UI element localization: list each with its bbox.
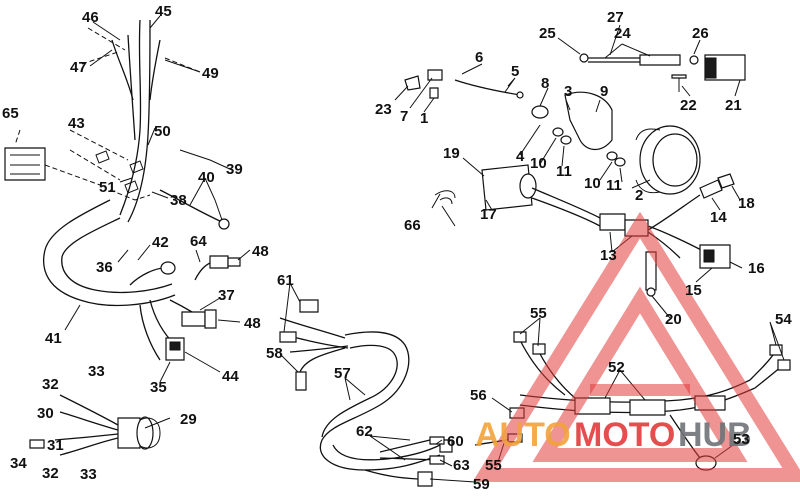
callout-9: 9 [600,83,608,100]
watermark-word-moto: MOTO [574,416,675,454]
callout-16: 16 [748,260,765,277]
middle-harness [279,299,453,487]
callout-53: 53 [733,431,750,448]
callout-10a: 10 [530,155,547,172]
callout-4: 4 [516,148,525,165]
watermark-triangle-inner [532,286,748,462]
callout-29: 29 [180,411,197,428]
callout-7: 7 [400,108,408,125]
callout-33b: 33 [80,466,97,483]
callout-45: 45 [155,3,172,20]
callout-11a: 11 [556,163,572,180]
callout-41: 41 [45,330,62,347]
callout-37: 37 [218,287,235,304]
callout-22: 22 [680,97,697,114]
callout-1: 1 [420,110,428,127]
callout-48a: 48 [252,243,269,260]
callout-34: 34 [10,455,27,472]
callout-39: 39 [226,161,243,178]
callout-14: 14 [710,209,727,226]
callout-48b: 48 [244,315,261,332]
callout-2: 2 [635,187,643,204]
callout-55b: 55 [485,457,502,474]
callout-35: 35 [150,379,167,396]
callout-30: 30 [37,405,54,422]
callout-40: 40 [198,169,215,186]
callout-57: 57 [334,365,351,382]
callout-18: 18 [738,195,755,212]
callout-25: 25 [539,25,556,42]
callout-13: 13 [600,247,617,264]
callout-3: 3 [564,83,572,100]
callout-27: 27 [607,9,624,26]
callout-36: 36 [96,259,113,276]
callout-54: 54 [775,311,792,328]
callout-65: 65 [2,105,19,122]
callout-62: 62 [356,423,373,440]
callout-15: 15 [685,282,702,299]
callout-44: 44 [222,368,239,385]
callout-11b: 11 [606,177,622,194]
watermark-triangle-outer [472,211,800,482]
callout-24: 24 [614,25,631,42]
callout-51: 51 [99,179,116,196]
callout-50: 50 [154,123,171,140]
callout-5: 5 [511,63,519,80]
callout-42: 42 [152,234,169,251]
callout-63: 63 [453,457,470,474]
watermark-word-hub: HUB [678,416,752,454]
callout-56: 56 [470,387,487,404]
callout-21: 21 [725,97,742,114]
automotohub-watermark: AUTO MOTO HUB [472,211,800,482]
callout-60: 60 [447,433,464,450]
callout-8: 8 [541,75,549,92]
callout-26: 26 [692,25,709,42]
callout-64: 64 [190,233,207,250]
callout-55a: 55 [530,305,547,322]
callout-32a: 32 [42,376,59,393]
gauge-assembly [404,53,746,195]
callout-59: 59 [473,476,490,493]
callout-43: 43 [68,115,85,132]
callout-19: 19 [443,145,460,162]
left-harness [4,19,241,361]
callout-6: 6 [475,49,483,66]
callout-38: 38 [170,192,187,209]
callout-66: 66 [404,217,421,234]
callout-46: 46 [82,9,99,26]
callout-32b: 32 [42,465,59,482]
callout-61: 61 [277,272,294,289]
callout-52: 52 [608,359,625,376]
key-switch-assembly [29,394,161,456]
callout-17: 17 [480,206,497,223]
callout-49: 49 [202,65,219,82]
callout-10b: 10 [584,175,601,192]
callout-20: 20 [665,311,682,328]
watermark-word-auto: AUTO [475,416,571,454]
callout-47: 47 [70,59,87,76]
callout-numbers: 1 2 3 4 5 6 7 8 9 10 11 10 11 13 14 15 1… [2,3,792,493]
callout-58: 58 [266,345,283,362]
callout-31: 31 [47,437,64,454]
callout-33a: 33 [88,363,105,380]
leader-lines [64,15,785,483]
callout-23: 23 [375,101,392,118]
